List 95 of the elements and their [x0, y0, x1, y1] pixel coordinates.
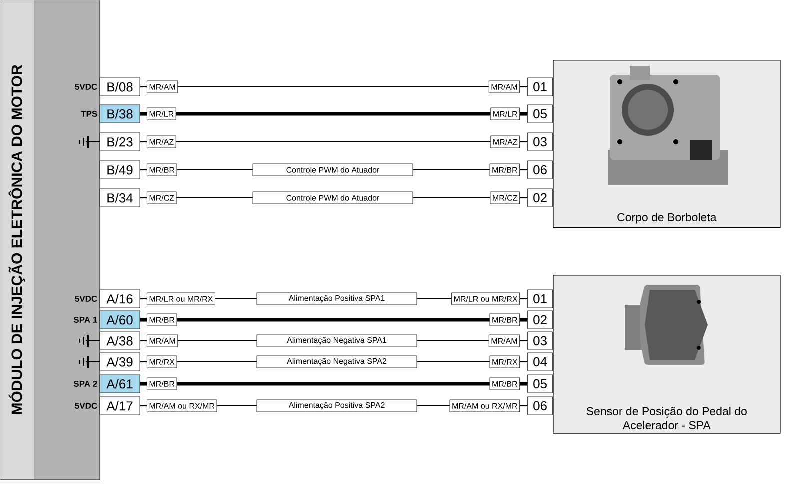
wire [140, 298, 147, 300]
wire [417, 361, 490, 363]
wire [140, 86, 147, 88]
wire [417, 298, 452, 300]
pin-label: TPS [81, 111, 98, 117]
signal-box: Alimentação Negativa SPA2 [256, 356, 418, 368]
wire [140, 197, 147, 199]
wire [140, 141, 147, 143]
pin-box: 06 [528, 396, 553, 416]
wire-tag: MR/BR [147, 164, 178, 176]
pin-label: SPA 1 [74, 317, 98, 323]
wire-tag: MR/AM [147, 80, 178, 94]
wire [520, 86, 528, 88]
wire [417, 405, 450, 407]
signal-box: Alimentação Negativa SPA1 [256, 334, 418, 348]
pin-box: 01 [528, 290, 553, 308]
pin-box: 01 [528, 78, 553, 96]
wire [177, 318, 490, 322]
wire [140, 112, 147, 116]
wire [520, 112, 528, 116]
pin-box: A/60 [100, 310, 140, 330]
wire [215, 298, 257, 300]
pin-box: A/38 [100, 332, 140, 350]
pin-box: 03 [528, 132, 553, 152]
wire-tag: MR/LR [147, 108, 176, 120]
wire [177, 361, 257, 363]
wire [177, 382, 490, 386]
wire [177, 169, 253, 171]
wire [417, 340, 489, 342]
pin-label: SPA 2 [74, 381, 98, 387]
wire [520, 141, 528, 143]
pin-label: 5VDC [75, 84, 98, 90]
pin-box: 05 [528, 104, 553, 124]
wire [217, 405, 257, 407]
wire [520, 298, 528, 300]
wire-tag: MR/AM [488, 80, 520, 94]
wire-tag: MR/LR ou MR/RX [147, 292, 216, 306]
pin-box: 06 [528, 160, 553, 180]
wire-tag: MR/CZ [147, 192, 177, 204]
wire [178, 340, 257, 342]
wire [520, 340, 528, 342]
wire [140, 405, 147, 407]
wire-tag: MR/AM ou RX/MR [147, 400, 218, 412]
pin-box: B/08 [100, 78, 140, 96]
wire-tag: MR/LR ou MR/RX [452, 292, 520, 306]
wire-tag: MR/BR [490, 314, 520, 326]
pin-box: B/34 [100, 188, 140, 208]
pin-box: 02 [528, 310, 553, 330]
wire-tag: MR/RX [147, 356, 178, 368]
wire [176, 197, 253, 199]
wire [520, 405, 528, 407]
pin-box: B/49 [100, 160, 140, 180]
wire-tag: MR/AZ [147, 136, 176, 148]
signal-box: Alimentação Positiva SPA2 [256, 400, 418, 412]
wire [520, 361, 528, 363]
pin-box: 04 [528, 352, 553, 372]
pin-box: A/17 [100, 396, 140, 416]
wire-tag: MR/BR [147, 314, 178, 326]
pin-box: A/61 [100, 374, 140, 394]
pin-box: A/16 [100, 290, 140, 308]
wire-tag: MR/RX [490, 356, 520, 368]
wire-tag: MR/BR [147, 378, 178, 390]
pin-box: 03 [528, 332, 553, 350]
pin-label: 5VDC [75, 403, 98, 409]
wire [140, 382, 147, 386]
wire-tag: MR/BR [490, 164, 520, 176]
pin-box: B/38 [100, 104, 140, 124]
wire-tag: MR/AM [488, 334, 520, 348]
wire [140, 340, 147, 342]
pin-label: 5VDC [75, 296, 98, 302]
signal-box: Controle PWM do Atuador [252, 192, 414, 204]
pin-box: 05 [528, 374, 553, 394]
wire [176, 141, 491, 143]
wire [140, 318, 147, 322]
pin-box: B/23 [100, 132, 140, 152]
wire [176, 112, 491, 116]
signal-box: Controle PWM do Atuador [252, 164, 414, 176]
wire-tag: MR/AM ou RX/MR [450, 400, 520, 412]
signal-box: Alimentação Positiva SPA1 [256, 292, 418, 306]
wire [520, 318, 528, 322]
wire-tag: MR/BR [490, 378, 520, 390]
wire-tag: MR/AM [147, 334, 178, 348]
wire-tag: MR/LR [490, 108, 520, 120]
wire [520, 197, 528, 199]
wire [140, 169, 147, 171]
wire [413, 197, 490, 199]
pin-box: A/39 [100, 352, 140, 372]
wire [140, 361, 147, 363]
wire-tag: MR/AZ [490, 136, 520, 148]
wire [178, 86, 489, 88]
wire [520, 382, 528, 386]
pin-box: 02 [528, 188, 553, 208]
wire [413, 169, 490, 171]
wire [520, 169, 528, 171]
wire-tag: MR/CZ [490, 192, 520, 204]
